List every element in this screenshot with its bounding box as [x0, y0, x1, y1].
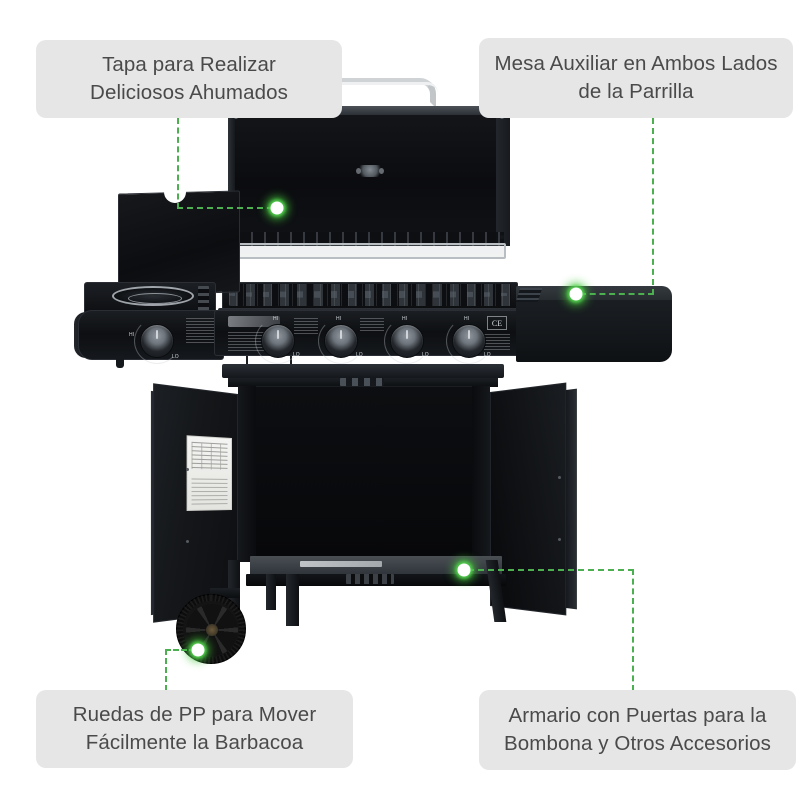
lid-left-edge: [228, 110, 235, 246]
side-burner-lid-notch: [164, 190, 186, 203]
side-burner-vent: [198, 286, 209, 312]
knob-lo-label: LO: [356, 352, 363, 358]
cabinet-inner-left: [238, 386, 256, 562]
knob-lo-label: LO: [293, 352, 300, 358]
callout-cabinet-line1: Armario con Puertas para la: [508, 703, 767, 727]
door-screw: [558, 538, 561, 541]
hotspot-dot-lid: [270, 201, 284, 215]
door-screw: [558, 476, 561, 479]
right-side-shelf-front: [516, 300, 672, 362]
callout-lid-line1: Tapa para Realizar: [102, 52, 276, 76]
connector-line-wheels-horizontal: [165, 649, 195, 651]
knob-ring: [255, 318, 301, 364]
spec-label-sticker: [186, 435, 232, 512]
hotspot-dot-wheels: [191, 643, 205, 657]
cooking-grate: [229, 284, 511, 306]
connector-line-wheels-vertical: [165, 649, 167, 691]
callout-side-table-line2: de la Parrilla: [578, 80, 694, 103]
knob-lo-label: LO: [172, 354, 179, 360]
knob-hi-label: HI: [129, 332, 134, 338]
lid-right-edge: [496, 106, 510, 246]
callout-wheels-line2: Fácilmente la Barbacoa: [85, 731, 304, 754]
right-shelf-ribs: [515, 288, 543, 302]
cart-top-rail: [222, 364, 504, 378]
callout-lid: Tapa para Realizar Deliciosos Ahumados: [36, 40, 342, 118]
cabinet-door-right-edge: [566, 388, 577, 610]
door-screw: [186, 540, 189, 543]
right-side-shelf: [516, 286, 672, 304]
lid-temperature-gauge-mount: [356, 165, 384, 177]
panel-instructions-text: [360, 318, 384, 332]
knob-lo-label: LO: [422, 352, 429, 358]
connector-line-side-table-vertical: [652, 118, 654, 295]
brand-logo: [228, 316, 280, 327]
knob-hi-label: HI: [273, 316, 278, 322]
cabinet: [238, 386, 490, 562]
hotspot-dot-side-table: [569, 287, 583, 301]
lid-top-edge: [228, 106, 510, 115]
burner-knob-3[interactable]: [390, 324, 424, 358]
knob-hi-label: HI: [402, 316, 407, 322]
side-burner-knob[interactable]: [140, 324, 174, 358]
side-burner-ring: [112, 286, 194, 306]
callout-wheels: Ruedas de PP para Mover Fácilmente la Ba…: [36, 690, 353, 768]
cart-vent: [340, 378, 384, 386]
panel-instructions-text: [294, 318, 318, 336]
warming-rack-bars: [238, 232, 504, 246]
connector-line-cabinet-horizontal: [468, 569, 634, 571]
knob-ring: [318, 318, 364, 364]
knob-hi-label: HI: [336, 316, 341, 322]
connector-line-cabinet-vertical: [632, 569, 634, 691]
callout-side-table-line1: Mesa Auxiliar en Ambos Lados: [494, 51, 778, 75]
burner-knob-2[interactable]: [324, 324, 358, 358]
callout-cabinet-line2: Bombona y Otros Accesorios: [504, 732, 771, 755]
connector-line-lid-vertical: [177, 118, 179, 209]
wheel: [176, 594, 246, 664]
wheel-axle: [210, 588, 240, 598]
knob-ring: [134, 318, 180, 364]
callout-lid-line2: Deliciosos Ahumados: [90, 81, 288, 104]
knob-hi-label: HI: [464, 316, 469, 322]
hotspot-dot-cabinet: [457, 563, 471, 577]
cart-leg-middle: [286, 574, 299, 626]
knob-ring: [446, 318, 492, 364]
knob-ring: [384, 318, 430, 364]
cart-leg-middle-rear: [266, 574, 276, 610]
gas-hose-outlet: [116, 356, 124, 368]
connector-line-side-table-horizontal: [580, 293, 654, 295]
connector-line-lid-horizontal: [177, 207, 273, 209]
bottom-shelf-label: [300, 561, 382, 567]
door-screw: [186, 468, 189, 471]
cabinet-inner-right: [472, 386, 490, 562]
callout-side-table: Mesa Auxiliar en Ambos Lados de la Parri…: [479, 38, 793, 118]
callout-wheels-line1: Ruedas de PP para Mover: [72, 702, 317, 726]
warming-rack: [236, 243, 506, 259]
callout-cabinet: Armario con Puertas para la Bombona y Ot…: [479, 690, 796, 770]
bottom-shelf-vent: [346, 574, 394, 584]
burner-knob-4[interactable]: [452, 324, 486, 358]
wheel-tread: [176, 594, 246, 664]
knob-lo-label: LO: [484, 352, 491, 358]
ce-mark: CE: [487, 316, 507, 330]
burner-knob-1[interactable]: [261, 324, 295, 358]
